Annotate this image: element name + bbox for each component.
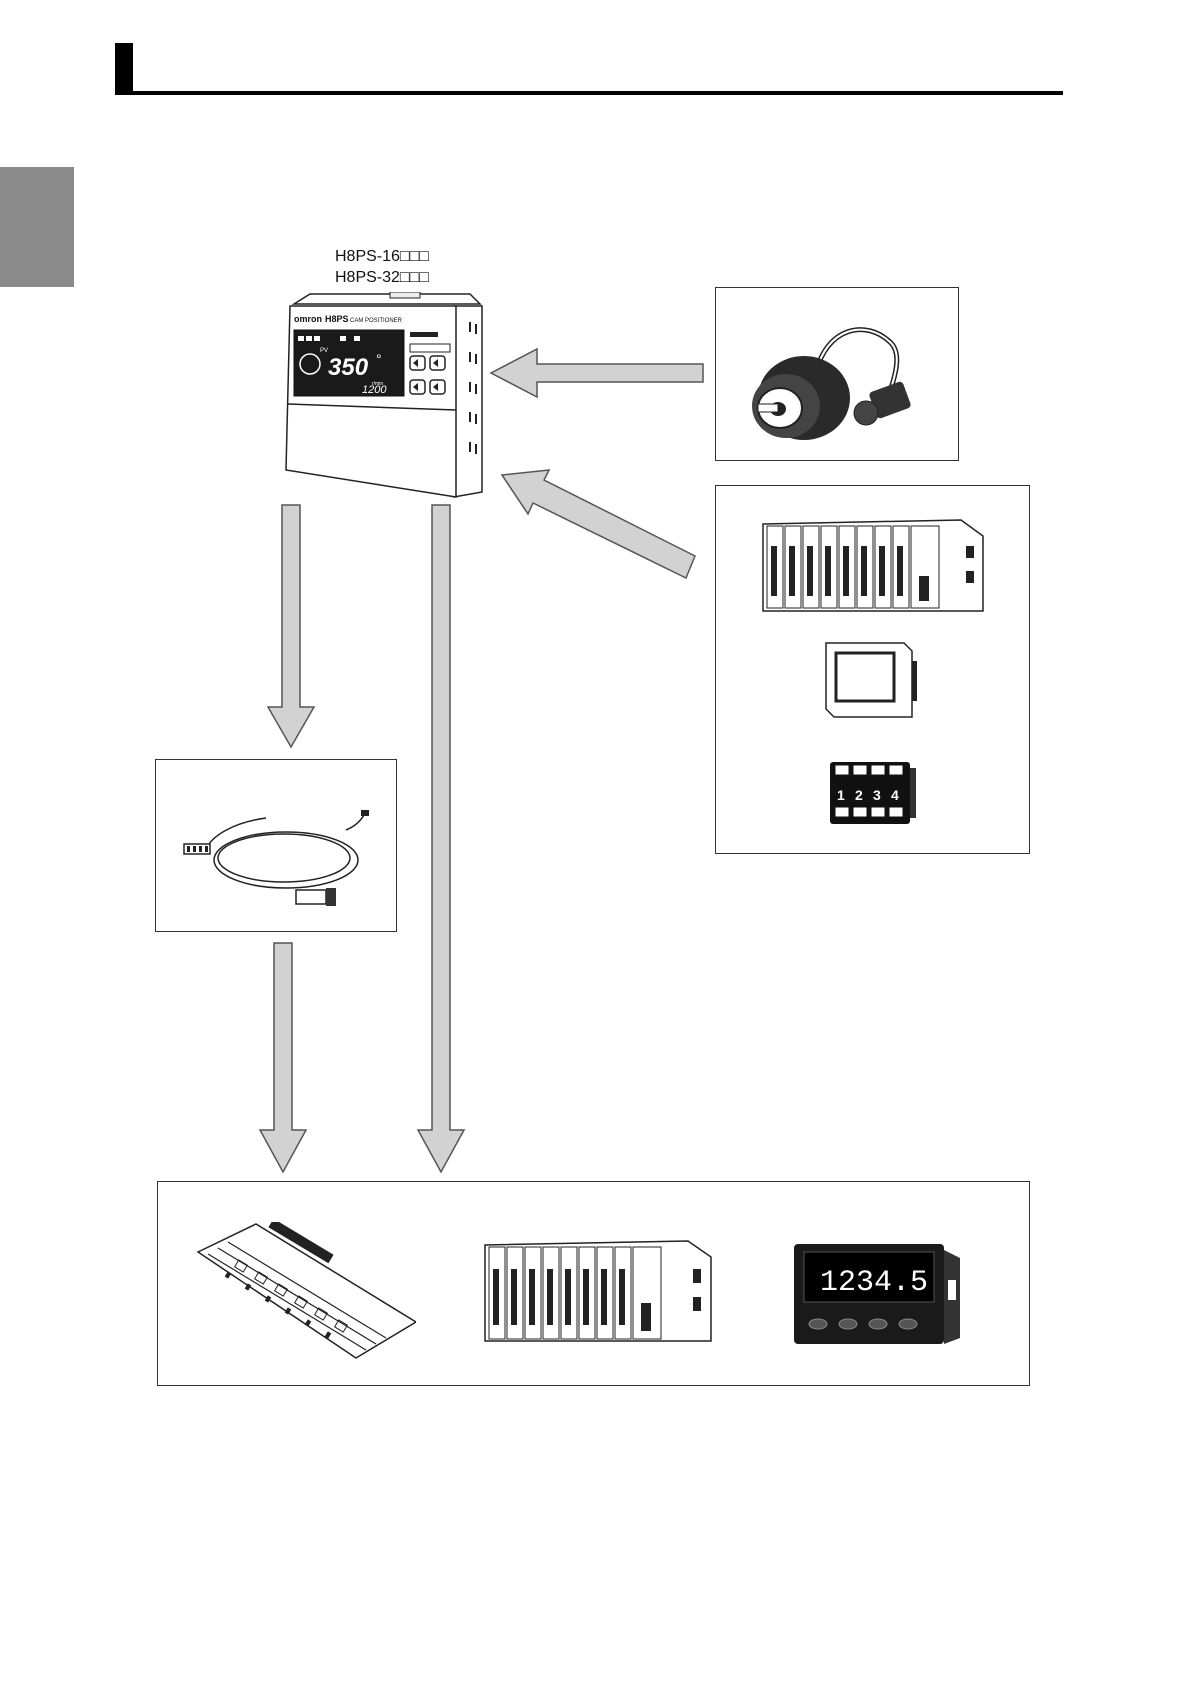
arrow-host-to-positioner: [502, 470, 695, 578]
arrow-positioner-to-output: [418, 505, 464, 1172]
arrow-cable-to-output: [260, 943, 306, 1172]
arrow-encoder-to-positioner: [491, 349, 703, 397]
arrow-positioner-to-cable: [268, 505, 314, 747]
